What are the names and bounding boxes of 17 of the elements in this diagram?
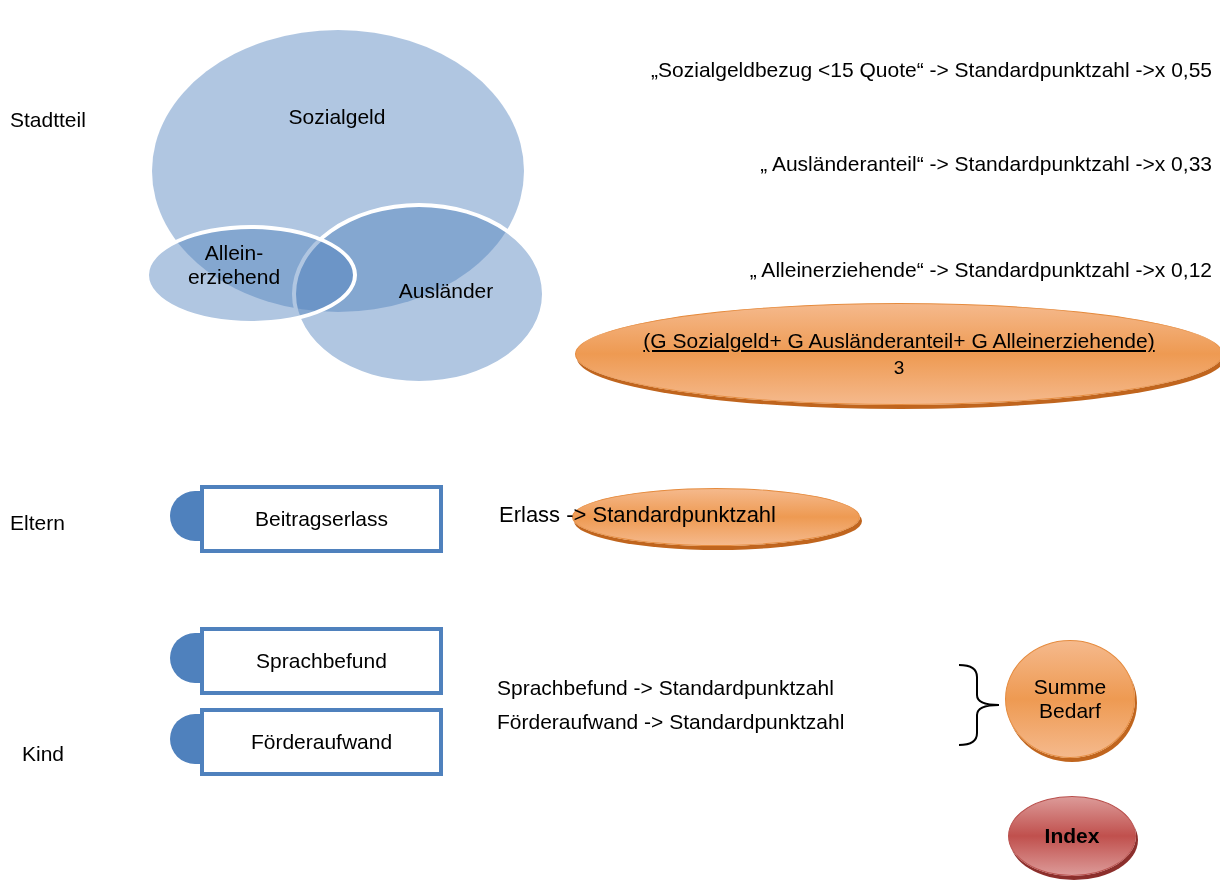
numerator-text: (G Sozialgeld+ G Ausländeranteil+ G Alleinerziehende): [643, 329, 1155, 353]
formula-text: „ Alleinerziehende“ -> Standardpunktzahl ->x 0,12: [748, 258, 1212, 282]
formula-text: „Sozialgeldbezug <15 Quote“ -> Standardpunktzahl ->x 0,55: [650, 58, 1212, 82]
venn-label: Ausländer: [397, 279, 495, 303]
venn-label: Allein- erziehend: [186, 241, 282, 289]
process-box: Beitragserlass: [200, 485, 443, 553]
formula-text: Sprachbefund -> Standardpunktzahl: [497, 676, 834, 700]
result-ellipse: Index: [1008, 796, 1136, 876]
row-label: Eltern: [10, 511, 65, 535]
process-box: Sprachbefund: [200, 627, 443, 695]
venn-label: Sozialgeld: [287, 105, 387, 129]
formula-text: Förderaufwand -> Standardpunktzahl: [497, 710, 845, 734]
process-box: Förderaufwand: [200, 708, 443, 776]
row-label: Kind: [22, 742, 65, 766]
denominator-text: 3: [893, 357, 905, 379]
formula-text: „ Ausländeranteil“ -> Standardpunktzahl ->x 0,33: [759, 152, 1212, 176]
row-label: Stadtteil: [10, 108, 86, 132]
